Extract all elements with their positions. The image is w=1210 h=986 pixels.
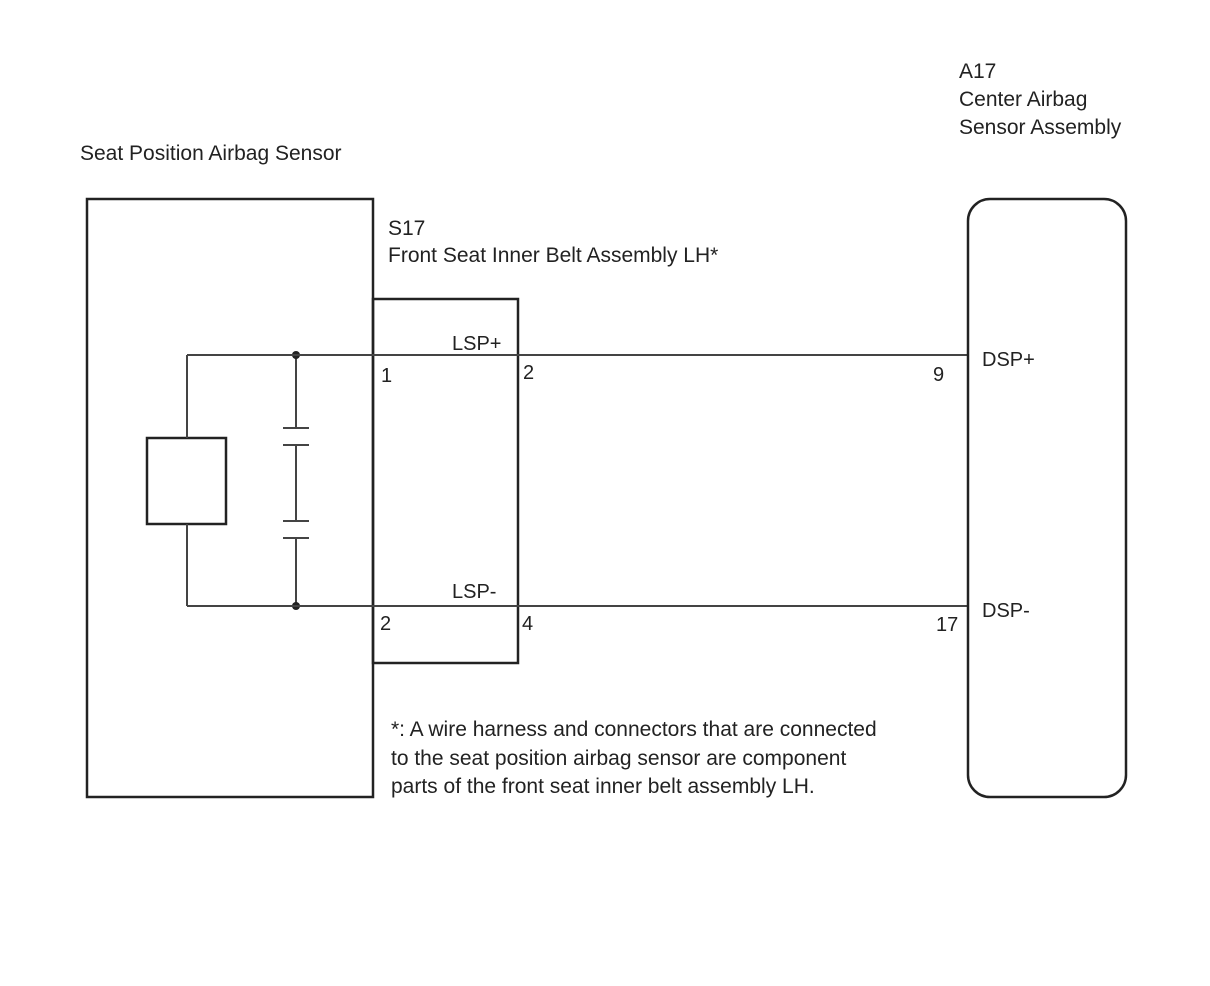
sensor-element-symbol (145, 436, 228, 526)
pin-s17-out-bottom: 4 (522, 613, 533, 635)
pin-s17-in-bottom: 2 (380, 613, 391, 635)
seat-sensor-box (85, 197, 375, 799)
center-sensor-box (966, 197, 1128, 799)
pin-a17-top: 9 (933, 364, 944, 386)
center-sensor-name-line2: Sensor Assembly (959, 116, 1122, 139)
footnote-line-3: parts of the front seat inner belt assem… (391, 775, 815, 798)
pin-a17-bottom: 17 (936, 614, 958, 636)
wire-label-lsp-minus: LSP- (452, 581, 496, 603)
footnote-line-1: *: A wire harness and connectors that ar… (391, 718, 877, 741)
pin-s17-in-top: 1 (381, 365, 392, 387)
wire-label-lsp-plus: LSP+ (452, 333, 501, 355)
connector-s17-code: S17 (388, 217, 425, 240)
center-sensor-code: A17 (959, 60, 996, 83)
footnote-line-2: to the seat position airbag sensor are c… (391, 747, 846, 770)
signal-dsp-minus: DSP- (982, 600, 1030, 622)
signal-dsp-plus: DSP+ (982, 349, 1035, 371)
pin-s17-out-top: 2 (523, 362, 534, 384)
seat-sensor-title: Seat Position Airbag Sensor (80, 142, 342, 165)
connector-s17-name: Front Seat Inner Belt Assembly LH* (388, 244, 718, 267)
connector-s17-box (371, 297, 520, 665)
center-sensor-name-line1: Center Airbag (959, 88, 1087, 111)
